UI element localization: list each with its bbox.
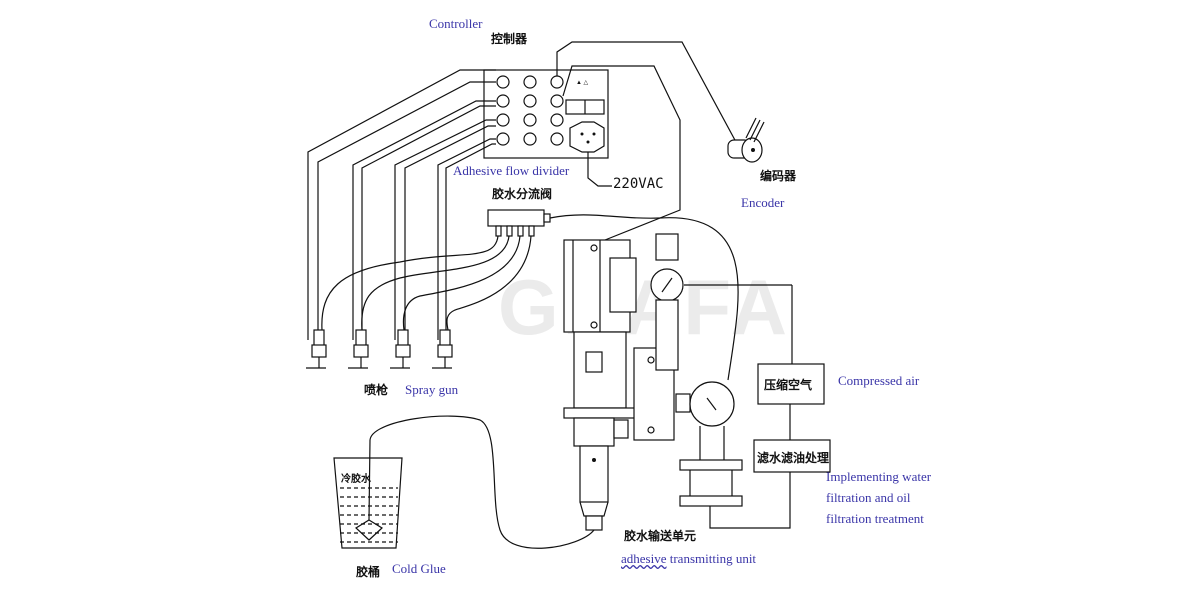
svg-text:▲ △: ▲ △ [576,80,588,86]
transmitting-unit-label-rest: transmitting unit [666,551,757,566]
compressed-air-label-zh: 压缩空气 [764,378,813,392]
flow-divider-label-zh: 胶水分流阀 [492,187,553,201]
spray-gun-label-zh: 喷枪 [364,383,389,397]
flow-divider [487,209,551,237]
transmitting-unit-label-word: adhesive [621,551,667,566]
controller-box: ▲ △ [483,69,609,159]
filtration-box [753,439,831,473]
spray-gun-1 [306,329,327,369]
cold-glue-label-en: Cold Glue [392,561,446,576]
encoder-icon [727,117,765,163]
controller-label-en: Controller [429,16,483,31]
filter-regulator [650,233,792,371]
cold-glue-liquid-label: 冷胶水 [341,474,371,485]
watermark: GRAFA [498,263,791,351]
power-label: 220VAC [613,176,664,192]
transmitting-unit-label-zh: 胶水输送单元 [624,529,697,543]
transmitting-unit-label-en: adhesive transmitting unit [621,551,756,567]
flow-divider-label-en: Adhesive flow divider [453,163,570,178]
power-socket [569,121,605,153]
controller-cables [307,69,496,340]
adhesive-transmitting-unit [563,239,639,531]
spray-gun-2 [348,329,369,369]
filtration-label-zh: 滤水滤油处理 [757,451,830,465]
glue-bucket-label-zh: 胶桶 [356,565,381,579]
encoder-label-en: Encoder [741,195,785,210]
pressure-gauge [675,381,743,507]
spray-gun-4 [432,329,453,369]
controller-label-zh: 控制器 [491,32,528,46]
filtration-label-en: Implementing water filtration and oil fi… [826,469,932,526]
controller-ports [496,75,564,146]
encoder-label-zh: 编码器 [760,169,797,183]
spray-gun-3 [390,329,411,369]
spray-gun-label-en: Spray gun [405,382,459,397]
compressed-air-box [757,363,825,405]
compressed-air-label-en: Compressed air [838,373,920,388]
